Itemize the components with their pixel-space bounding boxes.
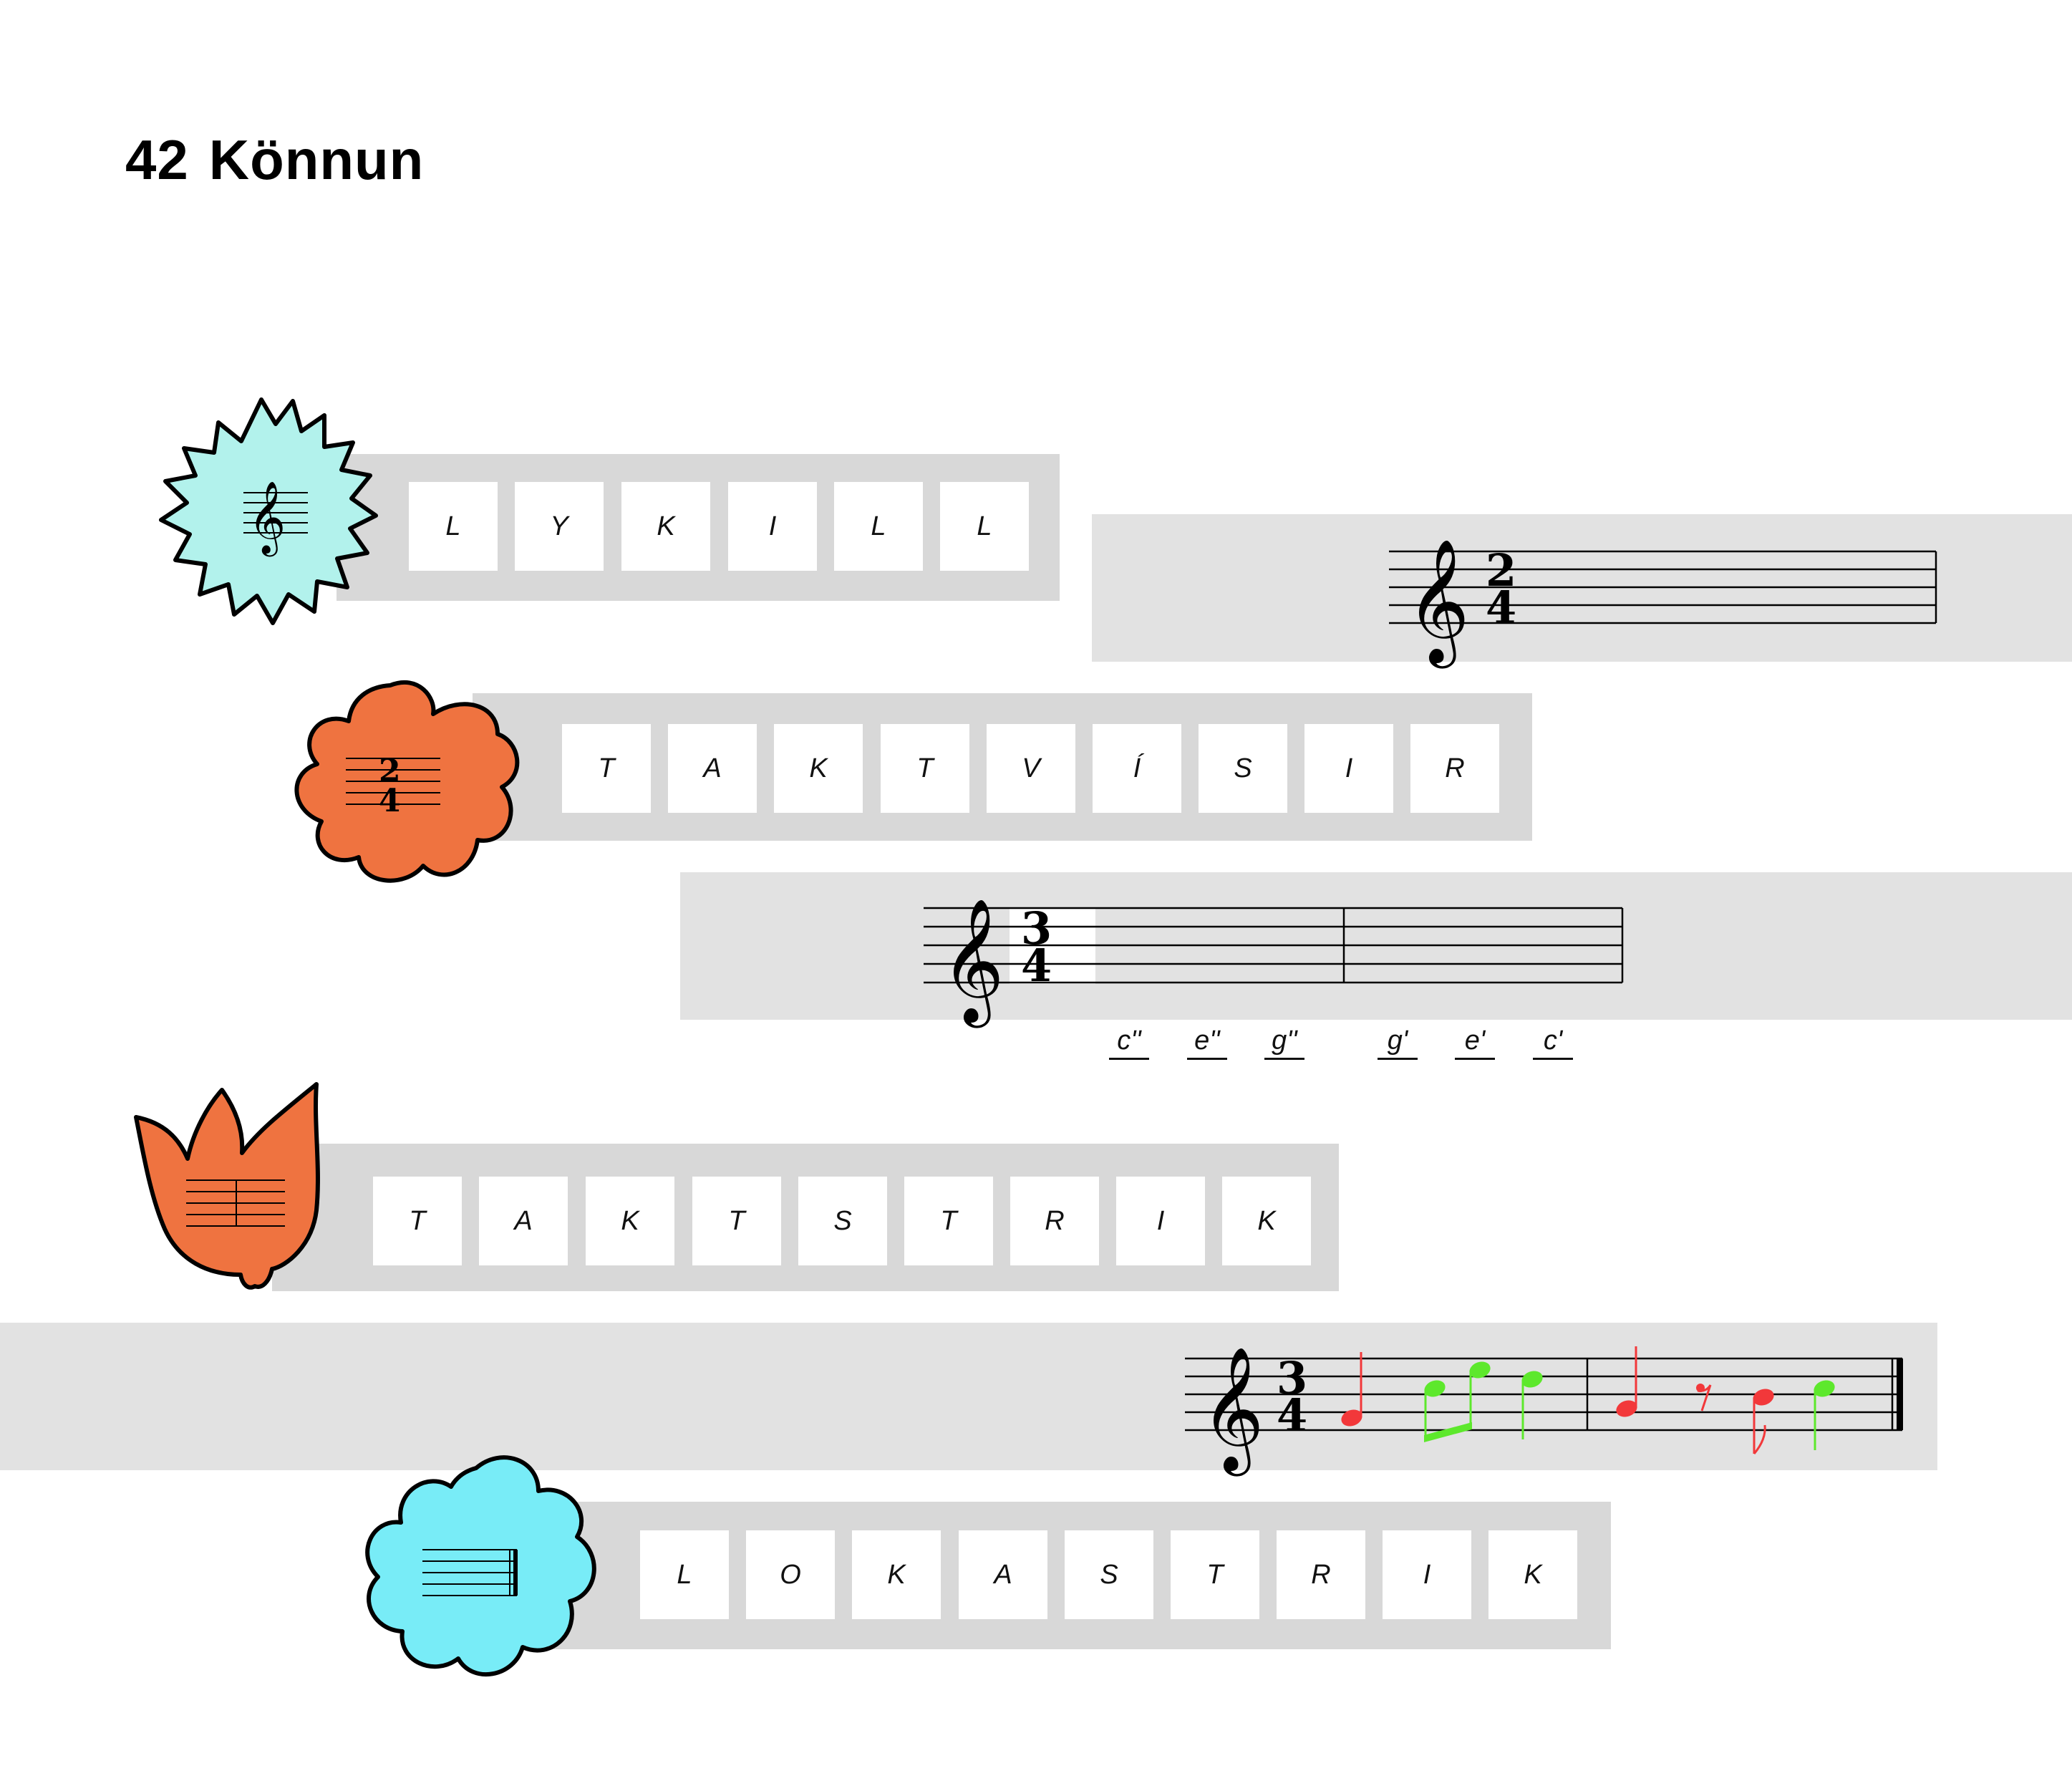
svg-text:𝄞: 𝄞 bbox=[248, 480, 286, 557]
note-label: c'' bbox=[1109, 1025, 1149, 1060]
letter-tile[interactable]: K bbox=[586, 1177, 674, 1265]
note-label: g'' bbox=[1264, 1025, 1304, 1060]
letter-tile[interactable]: T bbox=[373, 1177, 462, 1265]
letter-tile[interactable]: K bbox=[621, 482, 710, 571]
time-sig-bottom: 4 bbox=[1486, 581, 1516, 634]
letter-tile[interactable]: O bbox=[746, 1530, 835, 1619]
letter-tile[interactable]: Y bbox=[515, 482, 604, 571]
green-quarter-note bbox=[1814, 1380, 1835, 1450]
staff-3-4-blank: 𝄞 3 4 bbox=[924, 898, 1624, 1028]
spiky-flower-icon: 𝄞 bbox=[159, 397, 378, 625]
letter-tile[interactable]: K bbox=[774, 724, 863, 813]
letter-tile[interactable]: L bbox=[640, 1530, 729, 1619]
letter-tile[interactable]: I bbox=[1383, 1530, 1471, 1619]
letter-tile[interactable]: S bbox=[1199, 724, 1287, 813]
letter-tile[interactable]: T bbox=[881, 724, 969, 813]
letter-tile[interactable]: L bbox=[834, 482, 923, 571]
cloud-flower-icon: 2 4 bbox=[294, 680, 520, 883]
green-eighth-notes bbox=[1424, 1361, 1491, 1442]
letter-tile[interactable]: K bbox=[1222, 1177, 1311, 1265]
letter-tile[interactable]: T bbox=[692, 1177, 781, 1265]
time-sig-top: 3 bbox=[1277, 1352, 1307, 1404]
red-eighth-note bbox=[1753, 1389, 1774, 1454]
time-sig-bottom: 4 bbox=[1277, 1389, 1307, 1442]
letter-tile[interactable]: R bbox=[1277, 1530, 1365, 1619]
letter-tile[interactable]: T bbox=[562, 724, 651, 813]
letter-tile[interactable]: I bbox=[1304, 724, 1393, 813]
svg-text:4: 4 bbox=[379, 783, 401, 819]
letter-tile[interactable]: L bbox=[409, 482, 498, 571]
letter-tile[interactable]: A bbox=[959, 1530, 1047, 1619]
note-label: e' bbox=[1455, 1025, 1495, 1060]
page-heading: Könnun bbox=[208, 128, 425, 191]
letter-tile[interactable]: T bbox=[904, 1177, 993, 1265]
letter-tile[interactable]: S bbox=[1065, 1530, 1153, 1619]
staff-3-4-notes: 𝄞 3 4 bbox=[1185, 1346, 1903, 1477]
letter-tile[interactable]: I bbox=[728, 482, 817, 571]
letter-tile[interactable]: S bbox=[798, 1177, 887, 1265]
letter-tile[interactable]: L bbox=[940, 482, 1029, 571]
letter-tile[interactable]: R bbox=[1010, 1177, 1099, 1265]
note-label: g' bbox=[1378, 1025, 1418, 1060]
note-label: c' bbox=[1533, 1025, 1573, 1060]
time-sig-top: 3 bbox=[1021, 902, 1052, 955]
note-label: e'' bbox=[1187, 1025, 1227, 1060]
svg-text:2: 2 bbox=[379, 753, 401, 789]
tulip-flower-icon bbox=[134, 1082, 320, 1290]
page-number: 42 bbox=[125, 128, 189, 191]
red-quarter-note bbox=[1616, 1346, 1637, 1417]
letter-tile[interactable]: A bbox=[479, 1177, 568, 1265]
time-sig-top: 2 bbox=[1486, 544, 1516, 597]
red-eighth-rest bbox=[1696, 1384, 1712, 1411]
staff-band-3-4-b bbox=[0, 1323, 1937, 1470]
red-quarter-note bbox=[1341, 1352, 1362, 1427]
treble-clef-icon: 𝄞 bbox=[941, 898, 1004, 1028]
letter-tile[interactable]: A bbox=[668, 724, 757, 813]
treble-clef-icon: 𝄞 bbox=[1201, 1346, 1264, 1477]
letter-tile[interactable]: Í bbox=[1093, 724, 1181, 813]
round-flower-icon bbox=[365, 1455, 596, 1677]
letter-tile[interactable]: K bbox=[1488, 1530, 1577, 1619]
letter-tile[interactable]: I bbox=[1116, 1177, 1205, 1265]
letter-tile[interactable]: T bbox=[1171, 1530, 1259, 1619]
letter-tile[interactable]: K bbox=[852, 1530, 941, 1619]
page-title: 42 Könnun bbox=[125, 127, 424, 193]
time-sig-bottom: 4 bbox=[1021, 940, 1052, 992]
letter-tile[interactable]: V bbox=[987, 724, 1075, 813]
treble-clef-icon: 𝄞 bbox=[1406, 539, 1470, 669]
staff-2-4: 𝄞 2 4 bbox=[1389, 539, 1937, 669]
letter-tile[interactable]: R bbox=[1410, 724, 1499, 813]
green-quarter-note bbox=[1521, 1371, 1543, 1439]
